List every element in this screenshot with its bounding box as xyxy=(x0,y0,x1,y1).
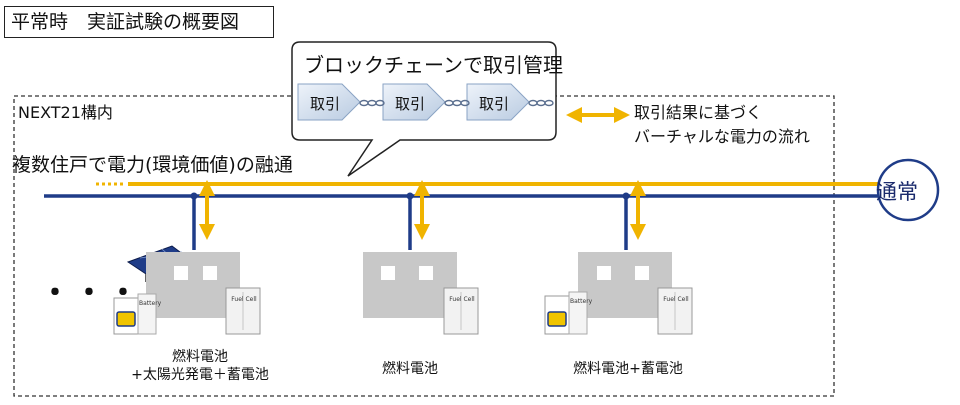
chain-links xyxy=(359,99,554,107)
battery-label: Battery xyxy=(570,298,593,305)
block-label: 取引 xyxy=(479,95,510,113)
blockchain-title: ブロックチェーンで取引管理 xyxy=(304,53,563,77)
house-1-label: 燃料電池 +太陽光発電＋蓄電池 xyxy=(112,348,288,384)
block-3 xyxy=(466,83,530,121)
house-1-label-line1: 燃料電池 xyxy=(172,349,228,365)
house-3 xyxy=(578,252,672,318)
block-label: 取引 xyxy=(310,95,341,113)
house-drop-dots xyxy=(190,192,630,200)
fuel-cell-icon xyxy=(443,287,479,335)
legend-text: 取引結果に基づく バーチャルな電力の流れ xyxy=(634,101,810,149)
house-flow-arrows xyxy=(199,180,646,240)
fuel-cell-icon xyxy=(657,287,693,335)
more-houses-ellipsis: ・・・ xyxy=(40,276,142,311)
fuel-cell-label: Fuel Cell xyxy=(231,296,257,303)
page-title: 平常時 実証試験の概要図 xyxy=(4,6,274,38)
house-3-label: 燃料電池+蓄電池 xyxy=(573,361,683,377)
grid-circle xyxy=(876,158,940,222)
battery-icon xyxy=(544,291,588,335)
fuel-cell-label: Fuel Cell xyxy=(663,296,689,303)
block-1 xyxy=(297,83,361,121)
house-2 xyxy=(363,252,457,318)
house-1 xyxy=(126,245,240,318)
fuel-cell-icon xyxy=(225,287,261,335)
grid-label: 通常 xyxy=(876,180,918,204)
legend-line2: バーチャルな電力の流れ xyxy=(634,127,810,146)
house-1-label-line2: +太陽光発電＋蓄電池 xyxy=(131,367,269,383)
block-2 xyxy=(382,83,446,121)
flow-label: 複数住戸で電力(環境価値)の融通 xyxy=(12,154,293,176)
block-label: 取引 xyxy=(395,95,426,113)
fuel-cell-label: Fuel Cell xyxy=(449,296,475,303)
legend-line1: 取引結果に基づく xyxy=(634,103,763,122)
area-label: NEXT21構内 xyxy=(18,103,113,122)
house-drops xyxy=(192,196,628,250)
house-2-label: 燃料電池 xyxy=(382,361,438,377)
battery-label: Battery xyxy=(139,300,162,307)
battery-icon xyxy=(113,293,157,335)
